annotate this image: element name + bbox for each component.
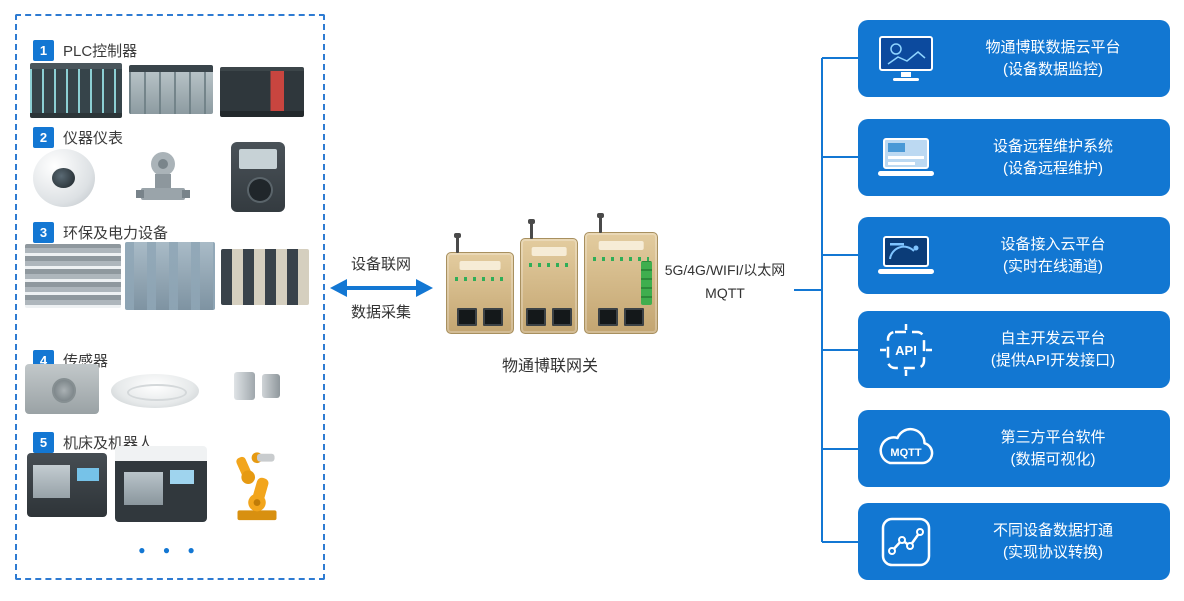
camera-photo bbox=[33, 149, 95, 207]
card-text: 第三方平台软件 (数据可视化) bbox=[944, 427, 1162, 471]
gateway-led-indicators bbox=[593, 257, 649, 261]
card-subtitle: (数据可视化) bbox=[1010, 450, 1096, 468]
card-text: 不同设备数据打通 (实现协议转换) bbox=[944, 520, 1162, 564]
data-chart-icon bbox=[868, 515, 944, 569]
gateway-device-3 bbox=[584, 213, 658, 334]
card-text: 物通博联数据云平台 (设备数据监控) bbox=[944, 37, 1162, 81]
valve-photo bbox=[135, 150, 191, 208]
meter-photo bbox=[231, 142, 285, 212]
plc-module-photo bbox=[129, 65, 213, 114]
uplink-mqtt: MQTT bbox=[705, 285, 745, 301]
magnetic-sensor-photo bbox=[227, 366, 297, 406]
treatment-plant-photo bbox=[125, 242, 215, 310]
arrow-label-top: 设备联网 bbox=[350, 256, 411, 273]
card-protocol-conversion: 不同设备数据打通 (实现协议转换) bbox=[858, 503, 1170, 580]
device-categories-panel: 1 PLC控制器 2 仪器仪表 3 环保及电力设备 bbox=[15, 14, 325, 580]
gateway-device-1 bbox=[446, 233, 514, 334]
gateway-device-2 bbox=[520, 219, 578, 334]
card-title: 设备接入云平台 bbox=[1000, 235, 1106, 253]
card-remote-maintenance: 设备远程维护系统 (设备远程维护) bbox=[858, 119, 1170, 196]
category-label: 仪器仪表 bbox=[63, 129, 124, 147]
plc-controller-photo bbox=[220, 67, 304, 117]
cnc-machine-photo-1 bbox=[27, 453, 107, 517]
gateway-ethernet-ports bbox=[447, 308, 513, 326]
gateway-led-indicators bbox=[455, 277, 505, 281]
card-third-party: MQTT 第三方平台软件 (数据可视化) bbox=[858, 410, 1170, 487]
gateway-ethernet-ports bbox=[521, 308, 577, 326]
card-title: 物通博联数据云平台 bbox=[985, 38, 1121, 56]
gateway-brand-strip bbox=[459, 261, 501, 270]
gateway-led-indicators bbox=[529, 263, 569, 267]
category-number: 5 bbox=[33, 431, 54, 453]
cnc-machine-photo-2 bbox=[115, 446, 207, 522]
card-title: 自主开发云平台 bbox=[1000, 329, 1106, 347]
sensor-box-photo bbox=[25, 364, 99, 414]
ethernet-port bbox=[624, 308, 644, 326]
ethernet-port bbox=[457, 308, 477, 326]
card-text: 设备接入云平台 (实时在线通道) bbox=[944, 234, 1162, 278]
card-subtitle: (实现协议转换) bbox=[1003, 543, 1103, 561]
valve-drawing bbox=[136, 152, 190, 200]
card-title: 设备远程维护系统 bbox=[992, 137, 1113, 155]
ethernet-port bbox=[598, 308, 618, 326]
more-indicator: ● ● ● bbox=[138, 543, 202, 557]
category-plc: 1 PLC控制器 bbox=[33, 39, 137, 61]
mqtt-icon-label: MQTT bbox=[890, 447, 921, 459]
gateway-brand-strip bbox=[598, 241, 644, 250]
mqtt-cloud-icon: MQTT bbox=[868, 425, 944, 473]
antenna-icon bbox=[454, 233, 461, 253]
category-label: 环保及电力设备 bbox=[63, 224, 169, 242]
category-label: PLC控制器 bbox=[63, 42, 138, 60]
card-title: 不同设备数据打通 bbox=[992, 521, 1113, 539]
antenna-icon bbox=[528, 219, 535, 239]
card-text: 自主开发云平台 (提供API开发接口) bbox=[944, 328, 1162, 372]
card-title: 第三方平台软件 bbox=[1000, 428, 1106, 446]
card-api-platform: API 自主开发云平台 (提供API开发接口) bbox=[858, 311, 1170, 388]
robot-arm-photo bbox=[217, 446, 297, 524]
ethernet-port bbox=[483, 308, 503, 326]
category-environment-power: 3 环保及电力设备 bbox=[33, 221, 168, 243]
arrow-label-bottom: 数据采集 bbox=[350, 304, 411, 321]
ethernet-port bbox=[552, 308, 572, 326]
uplink-protocols: 5G/4G/WIFI/以太网 bbox=[664, 262, 786, 278]
industrial-pipes-photo bbox=[25, 244, 121, 308]
category-number: 2 bbox=[33, 126, 54, 148]
category-instruments: 2 仪器仪表 bbox=[33, 126, 123, 148]
card-data-cloud-platform: 物通博联数据云平台 (设备数据监控) bbox=[858, 20, 1170, 97]
power-cabinet-photo bbox=[221, 249, 309, 305]
card-subtitle: (设备远程维护) bbox=[1003, 159, 1103, 177]
smoke-detector-photo bbox=[111, 374, 199, 408]
plc-rack-photo bbox=[30, 63, 122, 118]
gateway-brand-strip bbox=[531, 247, 567, 256]
antenna-icon bbox=[597, 213, 604, 233]
api-chip-icon: API bbox=[868, 323, 944, 377]
uplink-label: 5G/4G/WIFI/以太网 MQTT bbox=[656, 260, 794, 301]
api-icon-label: API bbox=[895, 343, 917, 358]
robot-arm-drawing bbox=[236, 452, 277, 521]
card-subtitle: (提供API开发接口) bbox=[990, 351, 1116, 369]
gateway-ethernet-ports bbox=[585, 308, 657, 326]
card-subtitle: (实时在线通道) bbox=[1003, 257, 1103, 275]
card-subtitle: (设备数据监控) bbox=[1003, 60, 1103, 78]
gateway-caption: 物通博联网关 bbox=[501, 358, 598, 375]
terminal-block bbox=[641, 261, 652, 305]
ethernet-port bbox=[526, 308, 546, 326]
card-text: 设备远程维护系统 (设备远程维护) bbox=[944, 136, 1162, 180]
category-number: 1 bbox=[33, 39, 54, 61]
monitor-icon bbox=[868, 35, 944, 83]
category-number: 3 bbox=[33, 221, 54, 243]
card-device-access: 设备接入云平台 (实时在线通道) bbox=[858, 217, 1170, 294]
laptop-icon bbox=[868, 137, 944, 179]
laptop-dark-icon bbox=[868, 235, 944, 277]
